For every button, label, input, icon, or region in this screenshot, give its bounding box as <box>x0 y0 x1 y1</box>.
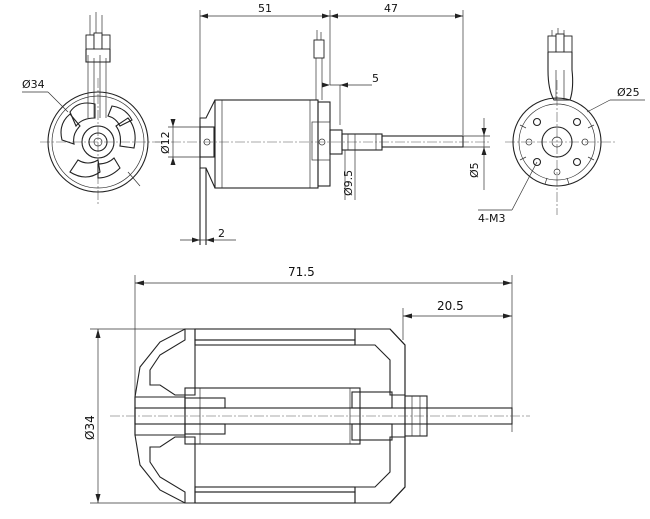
front-wires <box>85 12 111 118</box>
front-view: Ø34 <box>22 12 160 205</box>
dim-2-label: 2 <box>218 227 225 240</box>
dim-5-dia-label: Ø5 <box>468 162 481 178</box>
section-view: 71.5 20.5 Ø34 <box>83 265 530 504</box>
rear-outer-circle <box>512 97 602 187</box>
rear-diameter-label: Ø25 <box>617 86 640 99</box>
dim-9-5-label: Ø9.5 <box>342 170 355 196</box>
mount-holes-label: 4-M3 <box>478 212 505 225</box>
front-diameter-label: Ø34 <box>22 78 45 91</box>
dim-47-label: 47 <box>384 2 398 15</box>
side-view: 51 47 5 <box>155 2 490 245</box>
rear-view: Ø25 4-M3 <box>478 28 645 225</box>
side-body <box>214 99 319 189</box>
rear-mount-holes <box>525 117 589 176</box>
front-fan-blades <box>60 102 136 179</box>
front-outer-circle <box>47 91 149 193</box>
dim-51-label: 51 <box>258 2 272 15</box>
dim-71-5-label: 71.5 <box>288 265 315 279</box>
section-diameter-label: Ø34 <box>83 415 97 440</box>
dim-20-5-label: 20.5 <box>437 299 464 313</box>
dim-12-label: Ø12 <box>159 131 172 154</box>
side-shaft <box>381 135 464 148</box>
dim-5-label: 5 <box>372 72 379 85</box>
